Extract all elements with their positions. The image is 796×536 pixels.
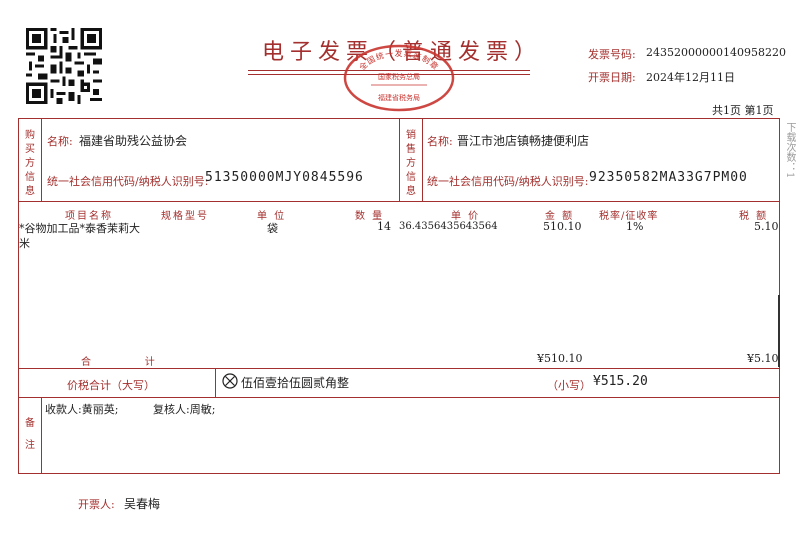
issuer-name: 吴春梅 [124,497,161,511]
remarks-label: 备注 [25,418,35,451]
col-header-unit: 单 位 [257,211,287,222]
buyer-section-label: 购买方信息 [25,130,35,197]
buyer-tax-id-label: 统一社会信用代码/纳税人识别号: [47,175,209,188]
rule-party-bottom [19,201,779,202]
buyer-name-label: 名称: [47,135,73,148]
total-tax: ¥5.10 [747,352,779,365]
rule-buyer-label [41,119,42,201]
reviewer: 复核人:周敏; [153,403,216,416]
title-underline-2 [248,74,530,75]
rule-grand-split [215,368,216,397]
grand-total-figure: ¥515.20 [593,374,648,389]
col-header-spec: 规格型号 [161,211,209,222]
col-header-name: 项目名称 [65,211,113,222]
grand-total-small-label: （小写） [547,379,591,392]
total-label: 合 计 [81,357,157,368]
rule-remark-label [41,397,42,474]
rule-grand-bottom [19,397,779,398]
total-amount: ¥510.10 [537,352,583,365]
qr-code [26,28,102,104]
rule-total-bottom [19,368,779,369]
col-header-rate: 税率/征收率 [599,211,659,222]
seal-bottom-text: 福建省税务局 [378,93,420,102]
invoice-number-label: 发票号码: [588,48,636,61]
col-header-amount: 金 额 [545,211,575,222]
buyer-tax-id: 51350000MJY0845596 [205,170,364,185]
col-header-tax: 税 额 [739,211,769,222]
title-underline [248,70,530,71]
item-name-line1: *谷物加工品*泰香茉莉大 [19,222,140,235]
item-name-line2: 米 [19,237,30,250]
grand-total-label: 价税合计（大写） [67,379,155,392]
col-header-qty: 数 量 [355,211,385,222]
col-header-price: 单 价 [451,211,481,222]
tax-bureau-seal: 全国统一发票监制章 国家税务总局 福建省税务局 [343,44,455,112]
download-count-note: 下载次数：1 [784,122,795,179]
seller-tax-id-label: 统一社会信用代码/纳税人识别号: [427,175,589,188]
item-tax-amount: 5.10 [754,220,779,233]
cross-circle-icon [222,373,238,389]
item-tax-rate: 1% [626,220,644,233]
issue-date-label: 开票日期: [588,71,636,84]
payee: 收款人:黄丽英; [45,403,119,416]
item-amount: 510.10 [543,220,582,233]
invoice-table: 购买方信息 名称: 福建省助残公益协会 统一社会信用代码/纳税人识别号: 513… [18,118,780,474]
buyer-name: 福建省助残公益协会 [79,134,188,148]
scroll-marker [778,295,780,367]
seller-tax-id: 92350582MA33G7PM00 [589,170,748,185]
item-unit-price: 36.4356435643564 [399,221,498,232]
rule-party-split [399,119,400,201]
invoice-title: 电子发票（普通发票） [262,40,543,65]
seller-name: 晋江市池店镇畅捷便利店 [457,134,590,148]
invoice-number: 24352000000140958220 [646,46,786,59]
issuer-label: 开票人: [78,498,115,511]
grand-total-words: 伍佰壹拾伍圆贰角整 [241,376,350,390]
seller-section-label: 销售方信息 [406,130,416,197]
page-info: 共1页 第1页 [712,104,774,117]
seal-middle-text: 国家税务总局 [378,72,420,81]
rule-seller-label [422,119,423,201]
issue-date: 2024年12月11日 [646,71,735,84]
seller-name-label: 名称: [427,135,453,148]
item-unit: 袋 [267,222,278,235]
item-quantity: 14 [377,220,391,233]
